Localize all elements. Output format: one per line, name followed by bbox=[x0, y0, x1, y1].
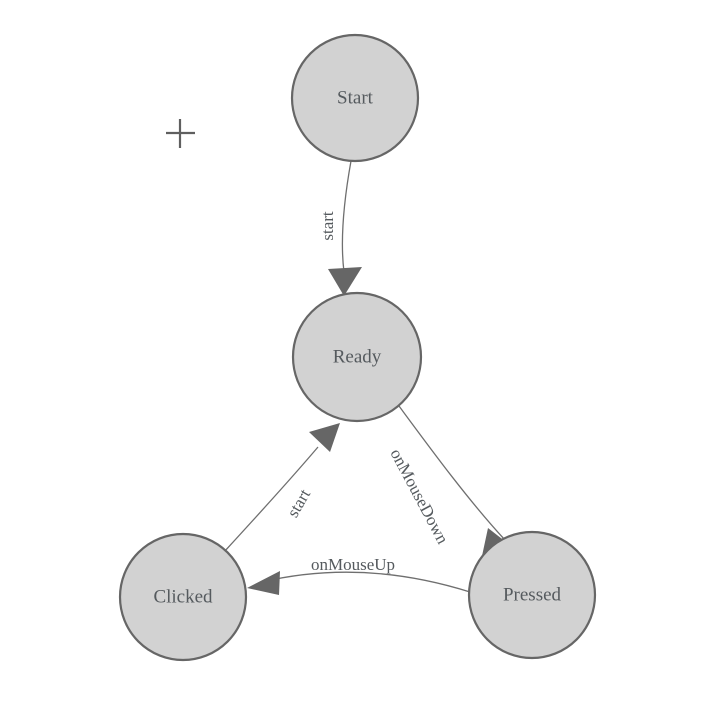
state-node-ready[interactable]: Ready bbox=[291, 291, 423, 423]
crosshair-cursor-icon bbox=[166, 119, 195, 148]
edge-pressed-to-clicked-arrowhead bbox=[247, 571, 280, 595]
state-node-ready-label: Ready bbox=[333, 346, 382, 367]
edge-pressed-to-clicked[interactable]: onMouseUp bbox=[247, 555, 471, 595]
state-node-pressed-label: Pressed bbox=[503, 584, 562, 605]
state-node-pressed[interactable]: Pressed bbox=[467, 530, 597, 660]
edge-label-start-to-ready: start bbox=[318, 211, 337, 241]
edge-clicked-to-ready-path bbox=[223, 446, 319, 553]
state-node-start-label: Start bbox=[337, 87, 374, 108]
state-node-start[interactable]: Start bbox=[290, 33, 420, 163]
edge-clicked-to-ready-arrowhead bbox=[309, 423, 340, 452]
state-node-clicked-label: Clicked bbox=[153, 586, 213, 607]
edge-start-to-ready[interactable]: start bbox=[318, 160, 362, 296]
edge-ready-to-pressed-path bbox=[398, 405, 506, 541]
edge-label-pressed-to-clicked: onMouseUp bbox=[311, 555, 395, 574]
edge-start-to-ready-arrowhead bbox=[328, 267, 362, 296]
state-node-ready-circle[interactable] bbox=[291, 291, 423, 423]
edge-label-clicked-to-ready: start bbox=[283, 486, 314, 521]
edge-clicked-to-ready[interactable]: start bbox=[223, 423, 340, 553]
state-node-clicked[interactable]: Clicked bbox=[118, 532, 248, 662]
state-node-clicked-circle[interactable] bbox=[118, 532, 248, 662]
edge-ready-to-pressed[interactable]: onMouseDown bbox=[386, 405, 515, 556]
edge-label-ready-to-pressed: onMouseDown bbox=[386, 446, 452, 548]
edge-start-to-ready-path bbox=[341, 160, 352, 273]
state-node-pressed-circle[interactable] bbox=[467, 530, 597, 660]
state-node-start-circle[interactable] bbox=[290, 33, 420, 163]
edge-pressed-to-clicked-path bbox=[261, 571, 471, 593]
